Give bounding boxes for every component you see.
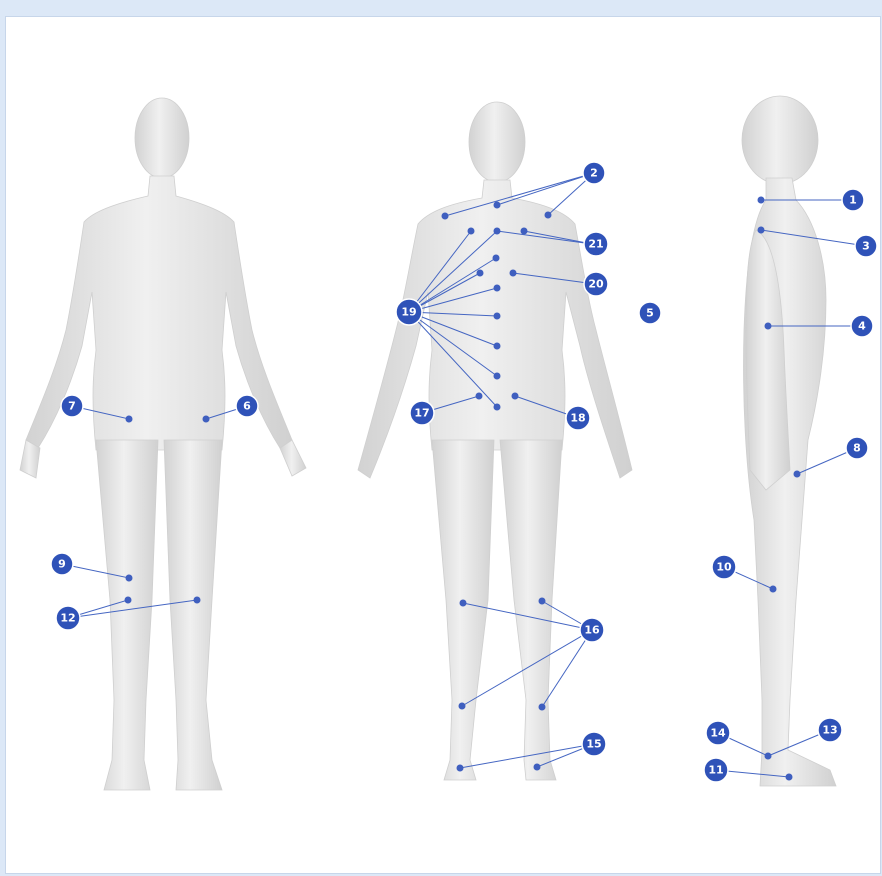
badge-14: 14 — [706, 721, 730, 745]
badge-11: 11 — [704, 758, 728, 782]
point-dot — [545, 212, 552, 219]
point-dot — [442, 213, 449, 220]
svg-text:6: 6 — [243, 400, 251, 413]
badge-16: 16 — [580, 618, 604, 642]
point-dot — [493, 255, 500, 262]
svg-text:16: 16 — [584, 624, 600, 637]
point-dot — [457, 765, 464, 772]
point-dot — [494, 202, 501, 209]
point-dot — [758, 197, 765, 204]
badge-6: 6 — [236, 395, 258, 417]
point-dot — [539, 704, 546, 711]
front-right-hand — [280, 440, 306, 476]
point-dot — [510, 270, 517, 277]
front-head — [135, 98, 189, 178]
point-dot — [459, 703, 466, 710]
svg-text:11: 11 — [708, 764, 723, 777]
svg-text:12: 12 — [60, 612, 75, 625]
svg-text:4: 4 — [858, 320, 866, 333]
point-dot — [539, 598, 546, 605]
badge-19: 19 — [396, 299, 422, 325]
point-dot — [794, 471, 801, 478]
badge-2: 2 — [583, 162, 605, 184]
back-right-leg — [500, 440, 562, 780]
point-dot — [512, 393, 519, 400]
point-dot — [126, 416, 133, 423]
svg-text:20: 20 — [588, 278, 604, 291]
svg-text:8: 8 — [853, 442, 861, 455]
badge-9: 9 — [51, 553, 73, 575]
badge-4: 4 — [851, 315, 873, 337]
badge-18: 18 — [566, 406, 590, 430]
svg-text:17: 17 — [414, 407, 429, 420]
back-head — [469, 102, 525, 182]
point-dot — [494, 228, 501, 235]
badge-10: 10 — [712, 555, 736, 579]
point-dot — [521, 228, 528, 235]
side-head — [742, 96, 818, 184]
point-dot — [494, 313, 501, 320]
point-dot — [758, 227, 765, 234]
badge-15: 15 — [582, 732, 606, 756]
svg-text:1: 1 — [849, 194, 857, 207]
badge-8: 8 — [846, 437, 868, 459]
svg-text:21: 21 — [588, 238, 603, 251]
back-torso — [358, 180, 632, 478]
point-dot — [460, 600, 467, 607]
svg-text:10: 10 — [716, 561, 732, 574]
svg-text:19: 19 — [401, 306, 416, 319]
badge-13: 13 — [818, 718, 842, 742]
svg-text:9: 9 — [58, 558, 66, 571]
svg-text:5: 5 — [646, 307, 654, 320]
front-right-leg — [164, 440, 222, 790]
svg-text:2: 2 — [590, 167, 598, 180]
point-dot — [468, 228, 475, 235]
point-dot — [477, 270, 484, 277]
badge-3: 3 — [855, 235, 877, 257]
svg-text:7: 7 — [68, 400, 76, 413]
svg-text:3: 3 — [862, 240, 870, 253]
point-dot — [770, 586, 777, 593]
point-dot — [765, 753, 772, 760]
point-dot — [765, 323, 772, 330]
point-dot — [494, 373, 501, 380]
point-dot — [494, 285, 501, 292]
point-dot — [194, 597, 201, 604]
point-dot — [203, 416, 210, 423]
point-dot — [534, 764, 541, 771]
badge-20: 20 — [584, 272, 608, 296]
back-left-leg — [432, 440, 494, 780]
badge-5: 5 — [639, 302, 661, 324]
badge-21: 21 — [584, 232, 608, 256]
svg-text:13: 13 — [822, 724, 837, 737]
point-dot — [126, 575, 133, 582]
svg-text:18: 18 — [570, 412, 585, 425]
svg-text:14: 14 — [710, 727, 726, 740]
badge-7: 7 — [61, 395, 83, 417]
point-dot — [786, 774, 793, 781]
point-dot — [494, 404, 501, 411]
badge-17: 17 — [410, 401, 434, 425]
front-left-leg — [96, 440, 158, 790]
point-dot — [125, 597, 132, 604]
point-dot — [476, 393, 483, 400]
badge-12: 12 — [56, 606, 80, 630]
badge-1: 1 — [842, 189, 864, 211]
front-figure — [20, 98, 306, 790]
svg-text:15: 15 — [586, 738, 601, 751]
point-dot — [494, 343, 501, 350]
